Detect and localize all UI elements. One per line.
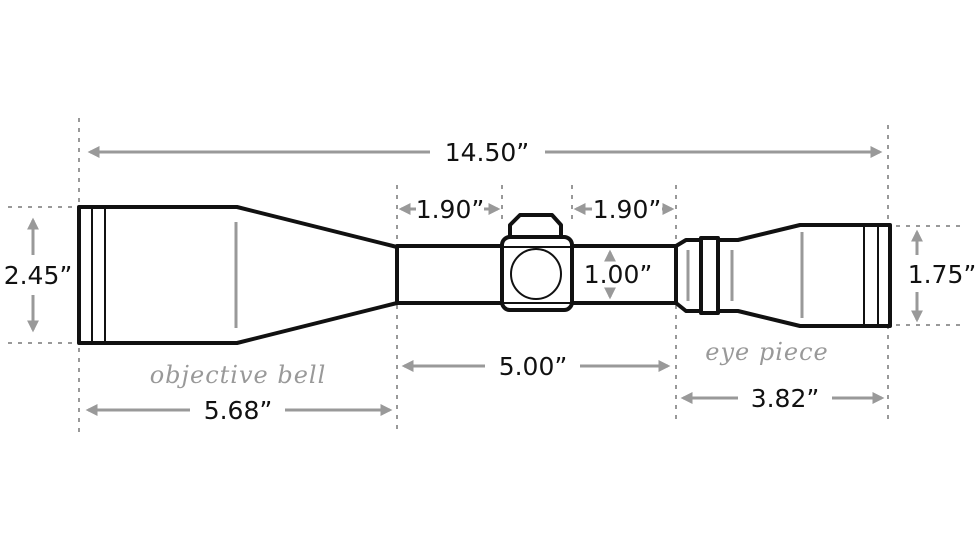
objective-length-label: 5.68” — [204, 396, 273, 425]
overall-length-label: 14.50” — [445, 138, 530, 167]
scope-body — [77, 205, 892, 345]
objective-bell-label: objective bell — [150, 361, 327, 389]
eyepiece-length-label: 3.82” — [751, 384, 820, 413]
dimension-lines — [27, 146, 923, 416]
rear-mount-space-label: 1.90” — [593, 195, 662, 224]
objective-diameter-label: 2.45” — [4, 261, 73, 290]
mount-length-label: 5.00” — [499, 352, 568, 381]
tube-diameter-label: 1.00” — [584, 260, 653, 289]
eyepiece-diameter-label: 1.75” — [908, 260, 977, 289]
extension-lines — [8, 118, 960, 432]
eye-piece-label: eye piece — [705, 338, 828, 366]
front-mount-space-label: 1.90” — [416, 195, 485, 224]
